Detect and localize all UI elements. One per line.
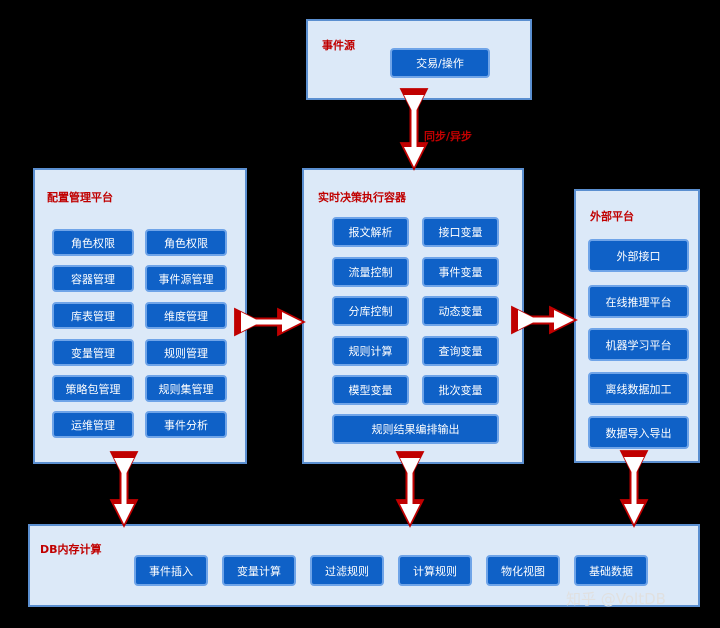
realtime-item: 动态变量	[422, 296, 499, 326]
realtime-item: 模型变量	[332, 375, 409, 405]
external-item: 离线数据加工	[588, 372, 689, 405]
config-platform-panel: 配置管理平台 角色权限 角色权限 容器管理 事件源管理 库表管理 维度管理 变量…	[33, 168, 247, 464]
realtime-item: 分库控制	[332, 296, 409, 326]
config-platform-title: 配置管理平台	[47, 191, 113, 204]
db-memory-panel: DB内存计算 事件插入 变量计算 过滤规则 计算规则 物化视图 基础数据	[28, 524, 700, 607]
config-item: 运维管理	[52, 411, 134, 438]
realtime-item: 报文解析	[332, 217, 409, 247]
external-item: 在线推理平台	[588, 285, 689, 318]
realtime-item: 批次变量	[422, 375, 499, 405]
external-platform-title: 外部平台	[590, 210, 634, 223]
db-item: 变量计算	[222, 555, 296, 586]
config-item: 规则集管理	[145, 375, 227, 402]
external-item: 数据导入导出	[588, 416, 689, 449]
config-item: 变量管理	[52, 339, 134, 366]
config-item: 容器管理	[52, 265, 134, 292]
db-item: 计算规则	[398, 555, 472, 586]
config-item: 规则管理	[145, 339, 227, 366]
event-source-title: 事件源	[322, 39, 355, 52]
db-item: 基础数据	[574, 555, 648, 586]
db-memory-title: DB内存计算	[40, 543, 102, 556]
sync-async-label: 同步/异步	[424, 130, 473, 143]
db-item: 事件插入	[134, 555, 208, 586]
config-item: 事件源管理	[145, 265, 227, 292]
realtime-item: 事件变量	[422, 257, 499, 287]
realtime-item: 查询变量	[422, 336, 499, 366]
config-item: 维度管理	[145, 302, 227, 329]
db-item: 过滤规则	[310, 555, 384, 586]
external-platform-panel: 外部平台 外部接口 在线推理平台 机器学习平台 离线数据加工 数据导入导出	[574, 189, 700, 463]
config-item: 策略包管理	[52, 375, 134, 402]
config-item: 事件分析	[145, 411, 227, 438]
watermark: 知乎 @VoltDB	[566, 590, 666, 608]
external-item: 机器学习平台	[588, 328, 689, 361]
realtime-container-title: 实时决策执行容器	[318, 191, 406, 204]
realtime-item: 流量控制	[332, 257, 409, 287]
event-source-panel: 事件源 交易/操作	[306, 19, 532, 100]
realtime-item: 接口变量	[422, 217, 499, 247]
config-item: 角色权限	[52, 229, 134, 256]
transaction-operation-box: 交易/操作	[390, 48, 490, 78]
config-item: 角色权限	[145, 229, 227, 256]
external-item: 外部接口	[588, 239, 689, 272]
db-item: 物化视图	[486, 555, 560, 586]
rule-result-output-box: 规则结果编排输出	[332, 414, 499, 444]
realtime-item: 规则计算	[332, 336, 409, 366]
config-item: 库表管理	[52, 302, 134, 329]
